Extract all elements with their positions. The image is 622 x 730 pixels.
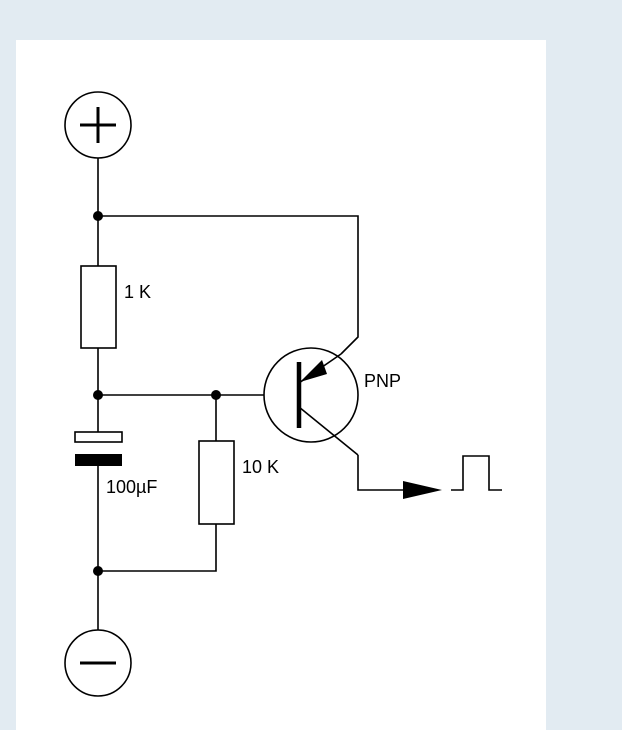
schematic-panel: 1 K 10 K 100µF PNP: [16, 40, 546, 730]
resistor-r1: [80, 265, 117, 349]
circuit-schematic: 1 K 10 K 100µF PNP: [64, 91, 502, 697]
output-arrow-icon: [403, 481, 442, 499]
negative-terminal-icon: [64, 629, 132, 697]
capacitor: [74, 431, 123, 466]
junction-dot: [93, 566, 103, 576]
pnp-transistor-icon: [263, 347, 359, 456]
junction-dot: [93, 211, 103, 221]
pulse-output-icon: [451, 455, 502, 491]
positive-terminal-icon: [64, 91, 132, 159]
junction-dot: [211, 390, 221, 400]
transistor-label: PNP: [364, 371, 401, 391]
collector-wire: [357, 455, 405, 491]
r2-bottom-wire: [98, 524, 217, 572]
emitter-wire: [98, 215, 359, 355]
capacitor-label: 100µF: [106, 477, 157, 497]
junction-dot: [93, 390, 103, 400]
r2-label: 10 K: [242, 457, 279, 477]
resistor-r2: [198, 440, 235, 525]
r1-label: 1 K: [124, 282, 151, 302]
